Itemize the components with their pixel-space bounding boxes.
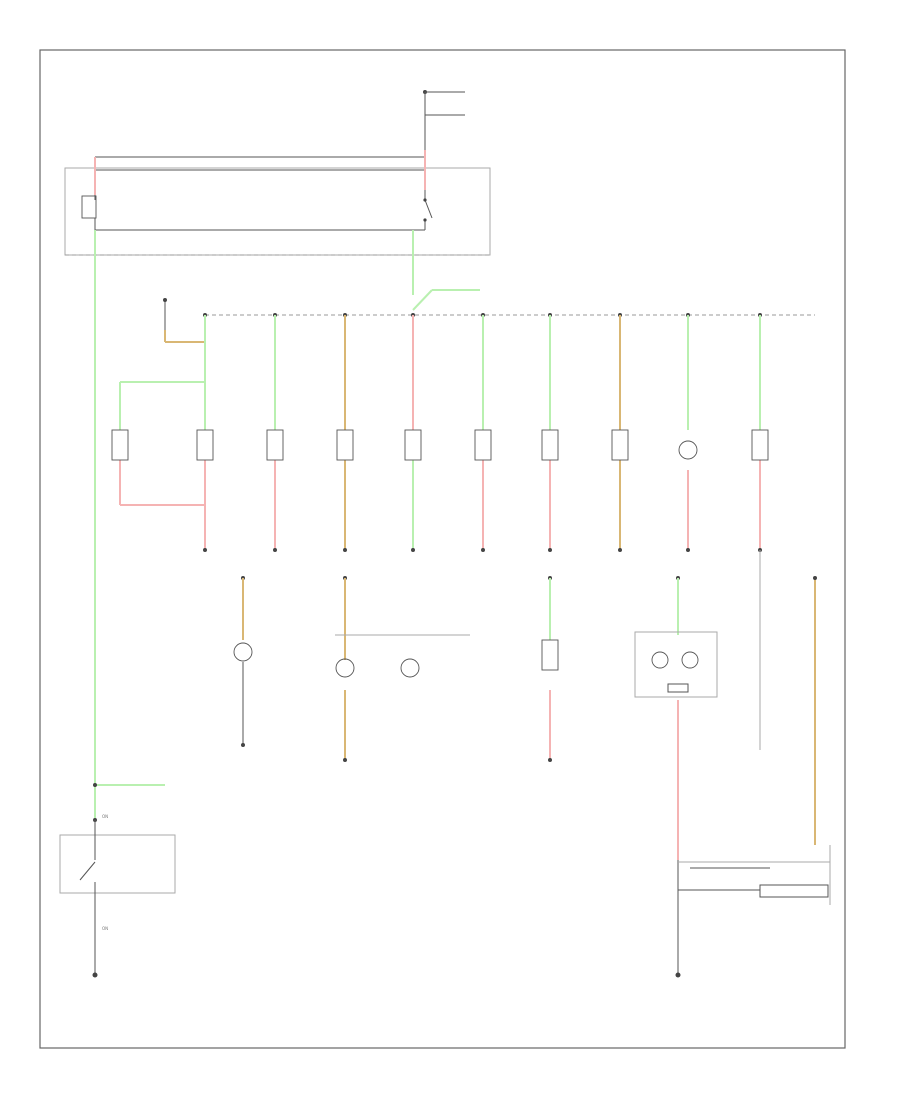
lamp-column-8	[678, 313, 698, 552]
lamp-control-module	[634, 576, 718, 978]
lamp-column-5	[474, 313, 492, 552]
lamp-column-2	[266, 313, 284, 552]
relay-switch	[423, 170, 433, 230]
lamp-column-3	[336, 313, 354, 552]
lamp-column-9	[751, 313, 769, 552]
lamp-column-6	[541, 313, 559, 552]
ground-connector	[163, 298, 167, 330]
switch-label-on-1: ON	[102, 814, 108, 819]
lamp-column-1	[111, 313, 214, 552]
relay-coil	[81, 190, 97, 230]
lower-lamp-b	[335, 576, 470, 762]
lamp-column-4	[404, 313, 422, 552]
diagram-frame	[39, 49, 846, 1049]
combination-switch: ON ON	[59, 790, 176, 978]
switch-label-on-2: ON	[102, 926, 108, 931]
lower-lamp-a	[233, 576, 253, 747]
power-source-block	[423, 90, 465, 150]
tail-light-relay-box	[64, 167, 491, 256]
dimmer-module	[678, 845, 831, 905]
lamp-column-7	[611, 313, 629, 552]
lower-lamp-c	[541, 576, 559, 762]
